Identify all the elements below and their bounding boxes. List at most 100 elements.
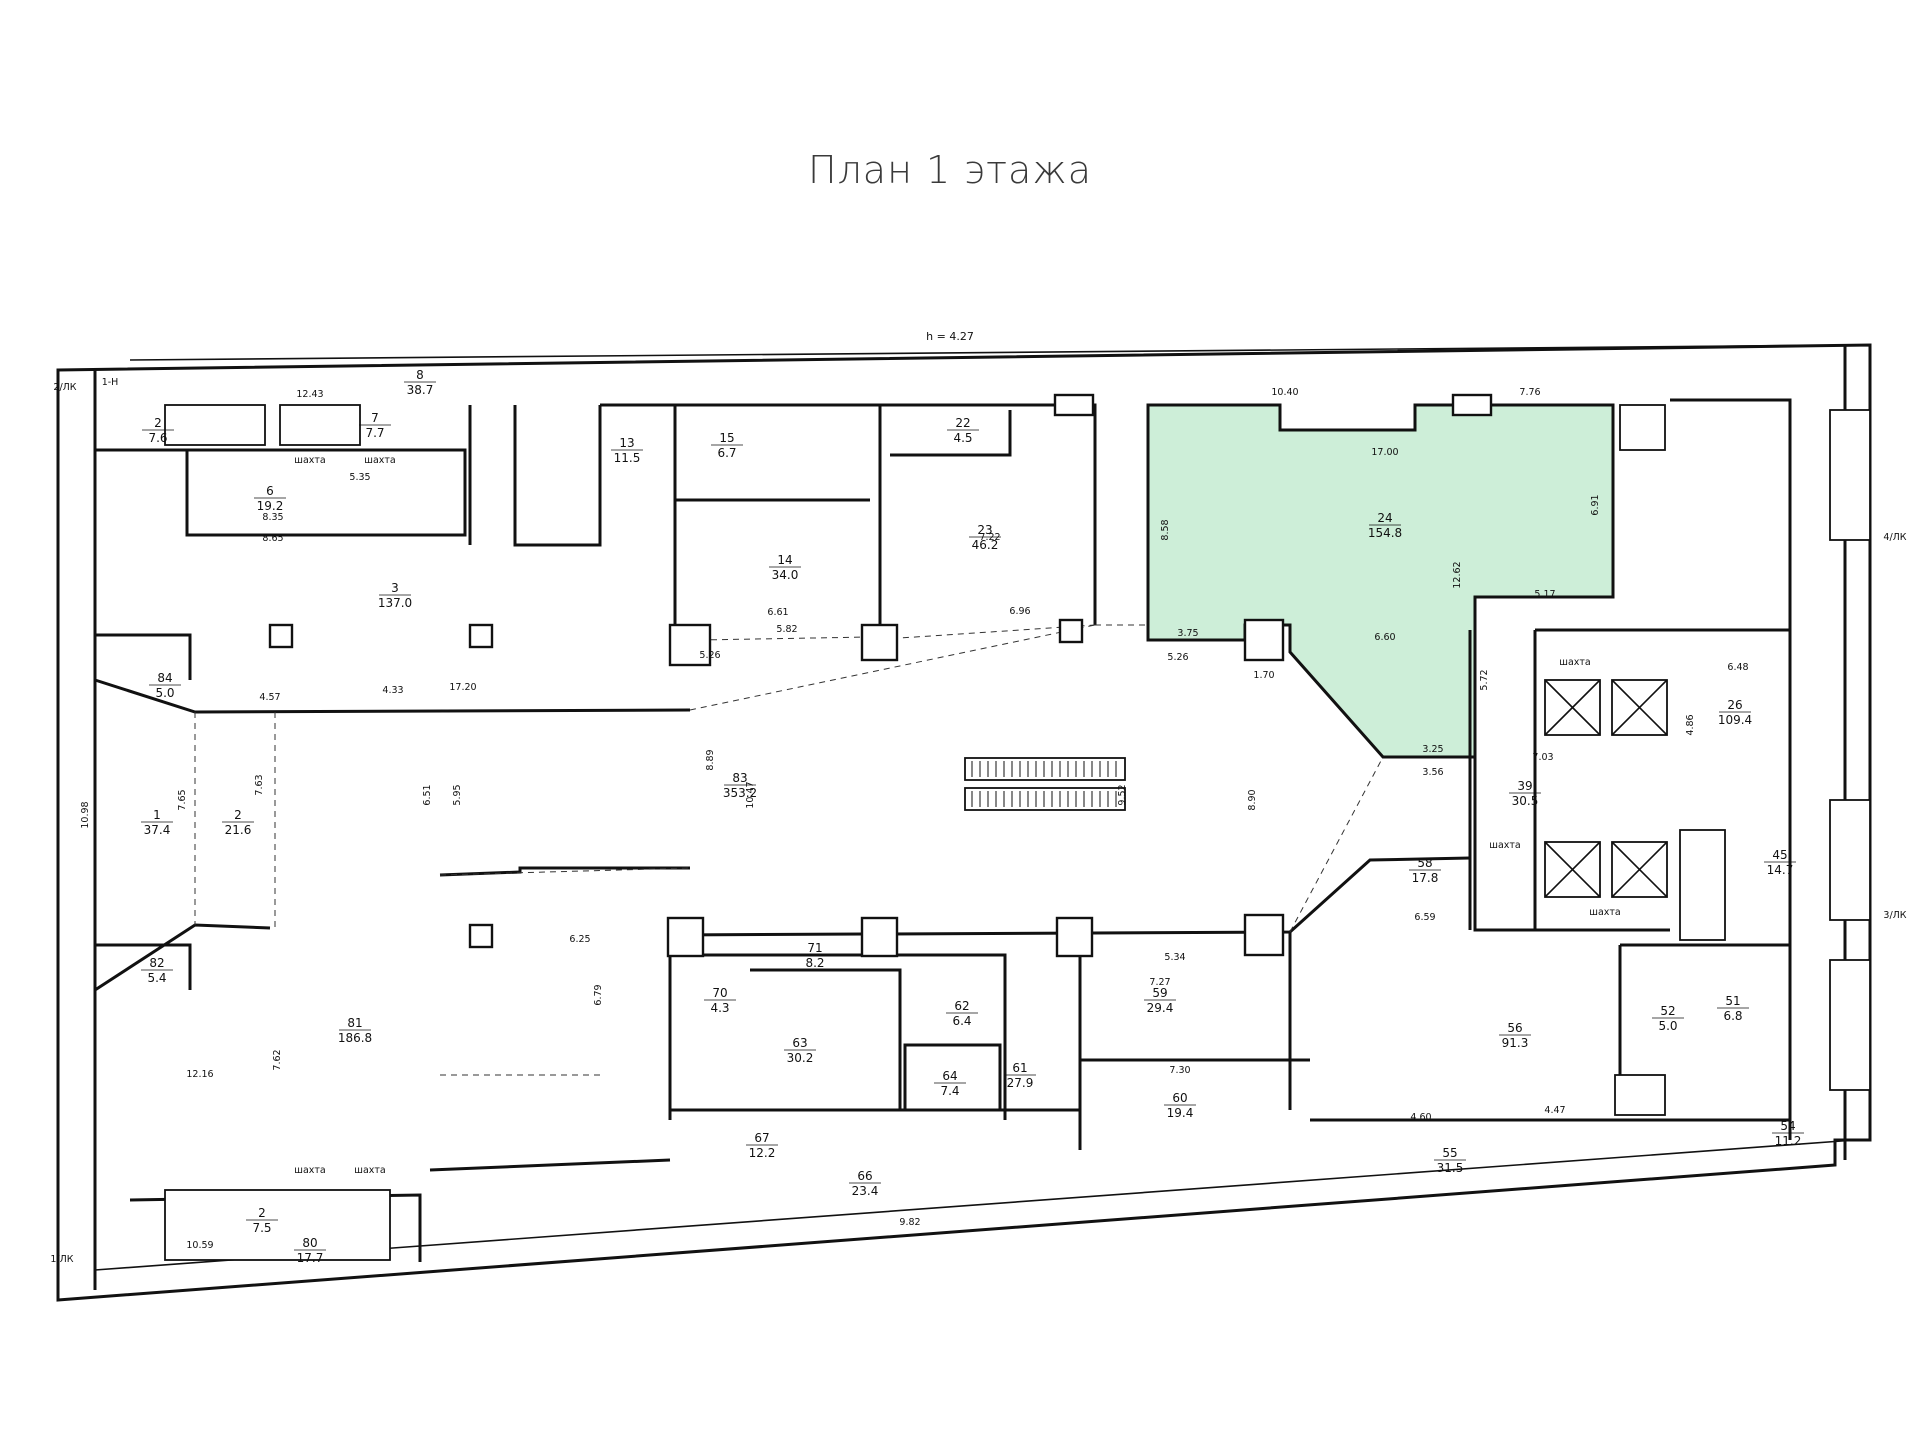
room-area: 46.2 — [972, 538, 999, 552]
room-label-62: 626.4 — [946, 999, 978, 1028]
dimension-label: 5.34 — [1164, 952, 1185, 963]
dimension-label: 17.20 — [449, 682, 476, 693]
room-label-52: 525.0 — [1652, 1004, 1684, 1033]
dimension-label: 10.47 — [745, 781, 756, 808]
room-label-8: 838.7 — [404, 368, 436, 397]
shaft-label: шахта — [1489, 840, 1521, 851]
room-area: 12.2 — [749, 1146, 776, 1160]
stair-tag: 3/ЛК — [1883, 910, 1906, 921]
room-number: 22 — [955, 416, 970, 430]
dimension-label: 8.58 — [1160, 519, 1171, 540]
dimension-label: 1.70 — [1253, 670, 1274, 681]
room-number: 1 — [153, 808, 161, 822]
room-area: 186.8 — [338, 1031, 372, 1045]
room-area: 31.5 — [1437, 1161, 1464, 1175]
room-label-70: 704.3 — [704, 986, 736, 1015]
dimension-label: 6.51 — [422, 784, 433, 805]
shaft-label: шахта — [364, 455, 396, 466]
dimension-label: 10.59 — [186, 1240, 213, 1251]
room-area: 5.0 — [155, 686, 174, 700]
dimension-label: 7.30 — [1169, 1065, 1190, 1076]
room-area: 7.6 — [148, 431, 167, 445]
dimension-label: 6.59 — [1414, 912, 1435, 923]
room-number: 61 — [1012, 1061, 1027, 1075]
room-number: 6 — [266, 484, 274, 498]
room-label-2: 27.5 — [246, 1206, 278, 1235]
room-number: 63 — [792, 1036, 807, 1050]
shaft-labels: шахта шахта шахта шахта шахта шахта шахт… — [294, 455, 1621, 1176]
dimension-label: 7.62 — [272, 1049, 283, 1070]
stairs — [164, 404, 1871, 1261]
stair-tag: 4/ЛК — [1883, 532, 1906, 543]
room-area: 91.3 — [1502, 1036, 1529, 1050]
room-number: 2 — [234, 808, 242, 822]
room-number: 51 — [1725, 994, 1740, 1008]
dimension-label: 4.47 — [1544, 1105, 1565, 1116]
room-number: 24 — [1377, 511, 1392, 525]
room-area: 14.7 — [1767, 863, 1794, 877]
elevator-shafts — [1544, 404, 1668, 1116]
dimension-label: 9.52 — [1117, 784, 1128, 805]
dimension-label: 4.86 — [1685, 714, 1696, 735]
shaft-label: шахта — [1589, 907, 1621, 918]
dashed-boundaries — [194, 624, 1384, 1076]
dimension-label: 12.16 — [186, 1069, 213, 1080]
dimension-label: 5.26 — [699, 650, 720, 661]
room-label-15: 156.7 — [711, 431, 743, 460]
dimension-label: 9.82 — [899, 1217, 920, 1228]
room-label-2: 221.6 — [222, 808, 254, 837]
room-area: 8.2 — [805, 956, 824, 970]
room-number: 7 — [371, 411, 379, 425]
dimension-label: 3.75 — [1177, 628, 1198, 639]
columns — [268, 393, 1493, 958]
room-area: 6.8 — [1723, 1009, 1742, 1023]
room-number: 82 — [149, 956, 164, 970]
room-number: 52 — [1660, 1004, 1675, 1018]
dimension-label: 3.56 — [1422, 767, 1443, 778]
dimension-label: 3.25 — [1422, 744, 1443, 755]
stair-tags: 1-Н 2/ЛК 1/ЛК 3/ЛК 4/ЛК — [50, 377, 1906, 1265]
room-label-82: 825.4 — [141, 956, 173, 985]
room-area: 7.5 — [252, 1221, 271, 1235]
room-area: 30.2 — [787, 1051, 814, 1065]
room-number: 80 — [302, 1236, 317, 1250]
dimension-label: 6.79 — [593, 984, 604, 1005]
room-number: 26 — [1727, 698, 1742, 712]
dimension-label: 10.98 — [80, 801, 91, 828]
room-area: 4.5 — [953, 431, 972, 445]
dimension-label: 5.82 — [776, 624, 797, 635]
room-number: 8 — [416, 368, 424, 382]
dimension-label: 10.40 — [1271, 387, 1298, 398]
dimension-label: 8.65 — [262, 533, 283, 544]
room-area: 37.4 — [144, 823, 171, 837]
dimension-label: 4.60 — [1410, 1112, 1431, 1123]
stair-tag: 1-Н — [102, 377, 119, 388]
room-number: 64 — [942, 1069, 957, 1083]
room-area: 6.4 — [952, 1014, 971, 1028]
room-area: 7.7 — [365, 426, 384, 440]
room-area: 30.5 — [1512, 794, 1539, 808]
escalators — [964, 757, 1126, 811]
room-area: 17.7 — [297, 1251, 324, 1265]
dimension-label: 6.60 — [1374, 632, 1395, 643]
stair-tag: 2/ЛК — [53, 382, 76, 393]
room-label-1: 137.4 — [141, 808, 173, 837]
room-area: 34.0 — [772, 568, 799, 582]
room-number: 13 — [619, 436, 634, 450]
dimension-label: 7.27 — [1149, 977, 1170, 988]
shaft-label: шахта — [294, 1165, 326, 1176]
